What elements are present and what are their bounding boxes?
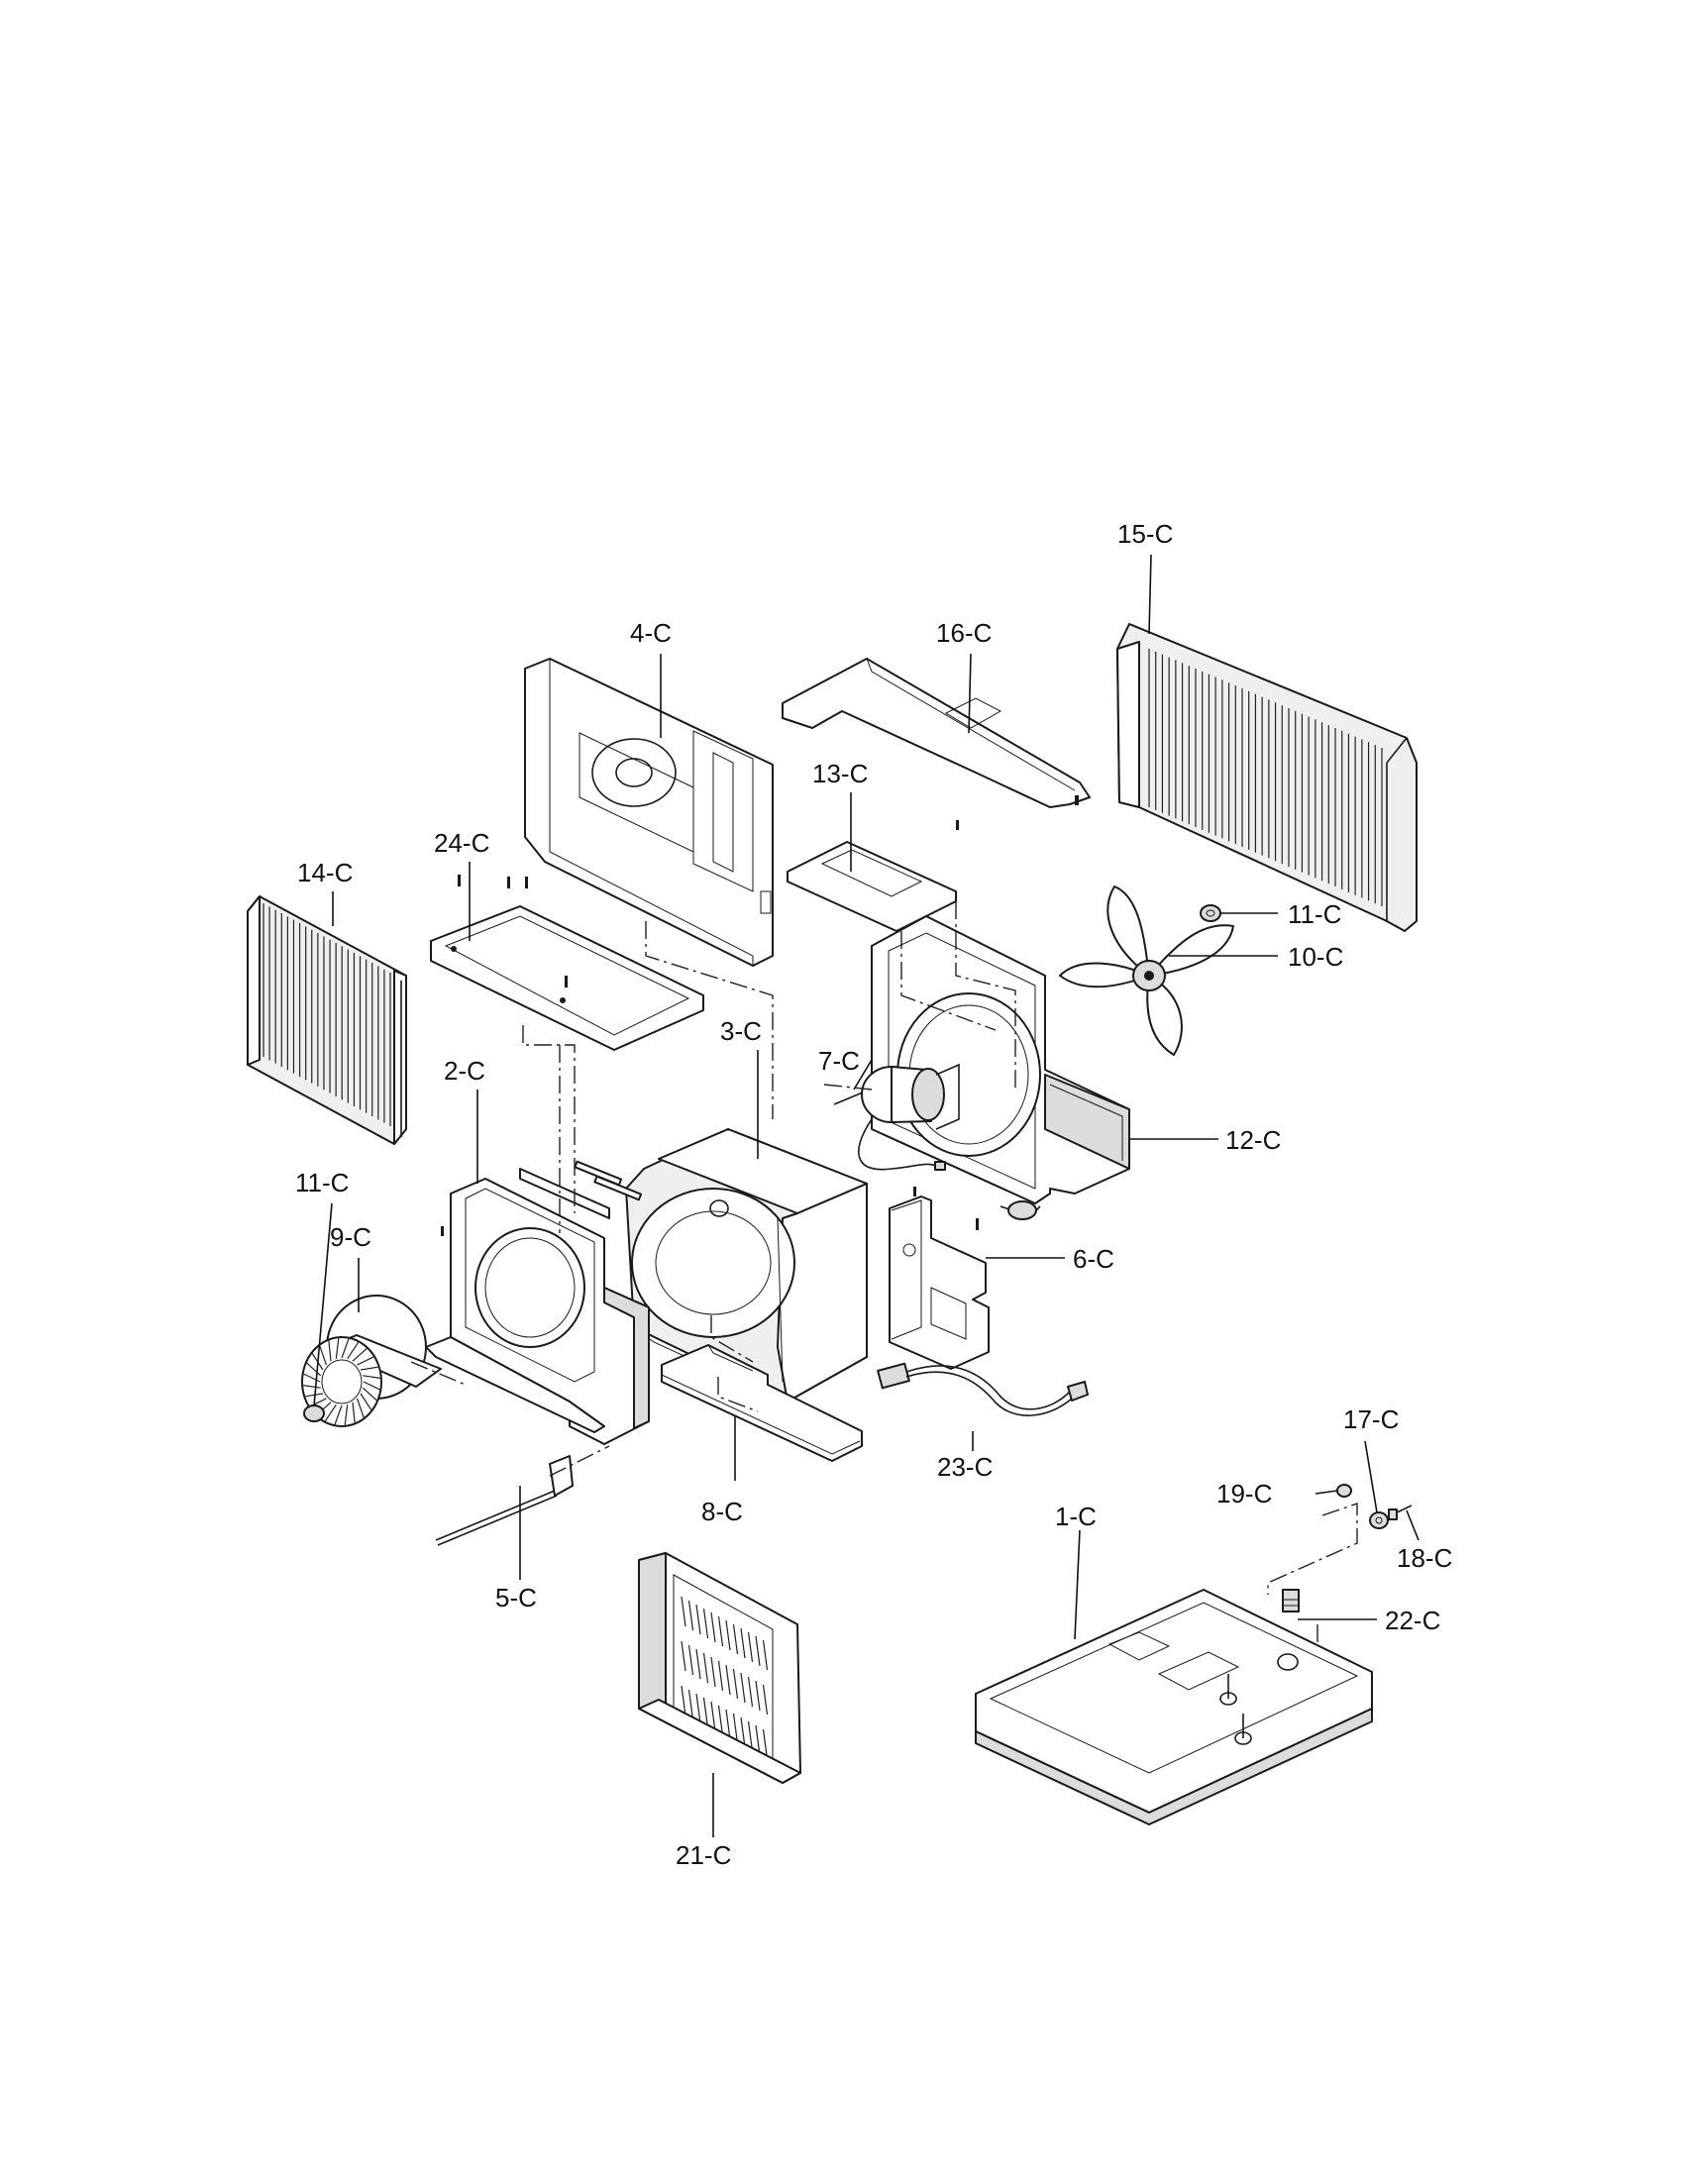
part-5-rod: [435, 1455, 574, 1546]
label-13-c: 13-C: [812, 759, 868, 788]
label-16-c: 16-C: [936, 618, 992, 648]
part-labels: 15-C 16-C 4-C 13-C 24-C 14-C 11-C 10-C 7…: [295, 519, 1452, 1870]
label-14-c: 14-C: [297, 858, 353, 887]
label-3-c: 3-C: [720, 1016, 762, 1046]
part-19-nut: [1336, 1484, 1352, 1498]
label-6-c: 6-C: [1073, 1244, 1114, 1274]
part-1-base-pan: [975, 1589, 1373, 1825]
assembly-lines: [410, 901, 1358, 1644]
part-17-washer: [1369, 1511, 1389, 1529]
part-6-control-bracket: [889, 1187, 990, 1370]
part-3-scroll-housing: [625, 1128, 868, 1403]
label-21-c: 21-C: [676, 1840, 731, 1870]
part-hardware-17-18-19: [1336, 1484, 1413, 1529]
label-22-c: 22-C: [1385, 1606, 1440, 1635]
label-23-c: 23-C: [937, 1452, 993, 1482]
label-5-c: 5-C: [495, 1583, 537, 1612]
label-12-c: 12-C: [1225, 1125, 1281, 1155]
part-24-base-plate: [430, 875, 704, 1051]
part-13-bracket-plate: [787, 820, 959, 932]
part-11-nut-left: [303, 1404, 325, 1422]
label-10-c: 10-C: [1288, 942, 1343, 972]
part-14-evaporator-coil: [247, 895, 407, 1145]
part-11-nut-right: [1200, 904, 1221, 922]
label-15-c: 15-C: [1117, 519, 1173, 549]
label-2-c: 2-C: [444, 1056, 485, 1086]
label-8-c: 8-C: [701, 1497, 743, 1526]
part-4-partition-panel: [524, 658, 774, 967]
label-19-c: 19-C: [1216, 1479, 1272, 1508]
label-11-c-right: 11-C: [1288, 899, 1341, 929]
label-1-c: 1-C: [1055, 1502, 1097, 1531]
label-7-c: 7-C: [818, 1046, 860, 1076]
label-9-c: 9-C: [330, 1222, 371, 1252]
leader-lines: [313, 554, 1420, 1837]
label-17-c: 17-C: [1343, 1404, 1399, 1434]
part-7-fan-motor: [833, 1063, 960, 1171]
part-21-front-grille: [638, 1552, 801, 1784]
part-15-condenser-coil: [1116, 623, 1418, 932]
label-24-c: 24-C: [434, 828, 489, 858]
part-9-blower-wheel: [301, 1295, 442, 1427]
part-23-wire-harness: [877, 1362, 1089, 1416]
label-18-c: 18-C: [1397, 1543, 1452, 1573]
part-16-top-plate: [782, 658, 1091, 808]
label-4-c: 4-C: [630, 618, 672, 648]
part-10-axial-fan: [1059, 885, 1234, 1056]
part-2-front-frame: [425, 1160, 650, 1445]
part-8-rail: [661, 1344, 863, 1462]
label-11-c-left: 11-C: [295, 1168, 349, 1197]
